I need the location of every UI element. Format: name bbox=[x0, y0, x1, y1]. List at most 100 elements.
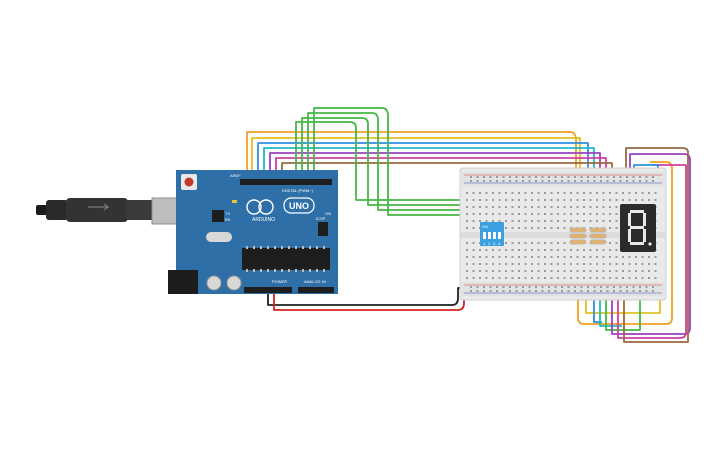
breadboard-hole[interactable] bbox=[628, 192, 631, 194]
rail-hole[interactable] bbox=[645, 180, 648, 182]
breadboard-hole[interactable] bbox=[511, 242, 514, 244]
breadboard-hole[interactable] bbox=[609, 199, 611, 201]
breadboard-hole[interactable] bbox=[518, 249, 520, 251]
breadboard-hole[interactable] bbox=[544, 277, 546, 279]
breadboard-hole[interactable] bbox=[531, 263, 533, 265]
rail-hole[interactable] bbox=[470, 286, 472, 288]
rail-hole[interactable] bbox=[483, 290, 485, 292]
wire-red[interactable] bbox=[273, 292, 470, 311]
breadboard-hole[interactable] bbox=[563, 213, 566, 215]
breadboard-hole[interactable] bbox=[537, 220, 540, 222]
breadboard-hole[interactable] bbox=[485, 270, 488, 272]
breadboard-hole[interactable] bbox=[615, 213, 618, 215]
breadboard-hole[interactable] bbox=[602, 199, 605, 201]
breadboard-hole[interactable] bbox=[635, 277, 637, 279]
rail-hole[interactable] bbox=[580, 180, 583, 182]
rail-hole[interactable] bbox=[613, 176, 615, 178]
breadboard-hole[interactable] bbox=[609, 277, 611, 279]
breadboard-hole[interactable] bbox=[511, 192, 514, 194]
breadboard-hole[interactable] bbox=[485, 206, 488, 208]
breadboard-hole[interactable] bbox=[596, 206, 598, 208]
breadboard-hole[interactable] bbox=[583, 220, 585, 222]
breadboard-hole[interactable] bbox=[485, 213, 488, 215]
breadboard-hole[interactable] bbox=[602, 192, 605, 194]
breadboard-hole[interactable] bbox=[583, 192, 585, 194]
breadboard-hole[interactable] bbox=[466, 227, 468, 229]
rail-hole[interactable] bbox=[567, 176, 570, 178]
breadboard-hole[interactable] bbox=[505, 199, 507, 201]
rail-hole[interactable] bbox=[528, 176, 531, 178]
breadboard-hole[interactable] bbox=[589, 263, 592, 265]
rail-hole[interactable] bbox=[535, 290, 537, 292]
wire-loop-brown[interactable] bbox=[623, 147, 689, 343]
breadboard-hole[interactable] bbox=[498, 199, 501, 201]
breadboard-hole[interactable] bbox=[544, 249, 546, 251]
breadboard-hole[interactable] bbox=[615, 242, 618, 244]
rail-hole[interactable] bbox=[574, 290, 576, 292]
wire-green-4[interactable] bbox=[313, 107, 474, 216]
breadboard-hole[interactable] bbox=[602, 220, 605, 222]
breadboard-hole[interactable] bbox=[505, 206, 507, 208]
rail-hole[interactable] bbox=[639, 290, 641, 292]
breadboard-hole[interactable] bbox=[492, 213, 494, 215]
breadboard-hole[interactable] bbox=[479, 220, 481, 222]
rail-hole[interactable] bbox=[574, 176, 576, 178]
breadboard-hole[interactable] bbox=[485, 256, 488, 258]
breadboard-hole[interactable] bbox=[576, 263, 579, 265]
breadboard-hole[interactable] bbox=[622, 263, 624, 265]
rail-hole[interactable] bbox=[522, 176, 524, 178]
rail-hole[interactable] bbox=[561, 176, 563, 178]
breadboard-hole[interactable] bbox=[472, 263, 475, 265]
rail-hole[interactable] bbox=[548, 290, 550, 292]
breadboard-hole[interactable] bbox=[589, 277, 592, 279]
breadboard-hole[interactable] bbox=[479, 213, 481, 215]
breadboard-hole[interactable] bbox=[596, 263, 598, 265]
arduino-uno[interactable]: DIGITAL (PWM~) AREF ARDUINO UNO TX RX ON bbox=[168, 170, 338, 294]
breadboard-hole[interactable] bbox=[524, 256, 527, 258]
rail-hole[interactable] bbox=[626, 180, 628, 182]
breadboard-hole[interactable] bbox=[531, 227, 533, 229]
breadboard-hole[interactable] bbox=[550, 220, 553, 222]
breadboard-hole[interactable] bbox=[518, 192, 520, 194]
breadboard-hole[interactable] bbox=[466, 242, 468, 244]
breadboard-hole[interactable] bbox=[654, 256, 657, 258]
rail-hole[interactable] bbox=[561, 286, 563, 288]
rail-hole[interactable] bbox=[606, 290, 609, 292]
breadboard-hole[interactable] bbox=[570, 277, 572, 279]
breadboard-hole[interactable] bbox=[524, 192, 527, 194]
breadboard-hole[interactable] bbox=[622, 199, 624, 201]
breadboard-hole[interactable] bbox=[531, 199, 533, 201]
breadboard-hole[interactable] bbox=[518, 213, 520, 215]
breadboard-hole[interactable] bbox=[576, 220, 579, 222]
rail-hole[interactable] bbox=[652, 180, 654, 182]
breadboard-hole[interactable] bbox=[466, 206, 468, 208]
breadboard-hole[interactable] bbox=[609, 242, 611, 244]
breadboard-hole[interactable] bbox=[563, 227, 566, 229]
breadboard-hole[interactable] bbox=[641, 270, 644, 272]
breadboard-hole[interactable] bbox=[641, 277, 644, 279]
breadboard-hole[interactable] bbox=[518, 277, 520, 279]
breadboard-hole[interactable] bbox=[485, 192, 488, 194]
breadboard-hole[interactable] bbox=[531, 270, 533, 272]
rail-hole[interactable] bbox=[509, 286, 511, 288]
rail-hole[interactable] bbox=[502, 290, 505, 292]
wire-green-3[interactable] bbox=[307, 112, 472, 211]
breadboard-hole[interactable] bbox=[544, 206, 546, 208]
power-jack[interactable] bbox=[168, 270, 198, 294]
breadboard-hole[interactable] bbox=[596, 277, 598, 279]
rail-hole[interactable] bbox=[522, 286, 524, 288]
breadboard-hole[interactable] bbox=[641, 199, 644, 201]
breadboard-hole[interactable] bbox=[570, 220, 572, 222]
rail-hole[interactable] bbox=[535, 176, 537, 178]
breadboard-hole[interactable] bbox=[583, 263, 585, 265]
breadboard-hole[interactable] bbox=[531, 220, 533, 222]
rail-hole[interactable] bbox=[476, 180, 479, 182]
breadboard-hole[interactable] bbox=[583, 249, 585, 251]
rail-hole[interactable] bbox=[632, 176, 635, 178]
rail-hole[interactable] bbox=[600, 176, 602, 178]
rail-hole[interactable] bbox=[496, 176, 498, 178]
breadboard-hole[interactable] bbox=[492, 249, 494, 251]
rail-hole[interactable] bbox=[619, 180, 622, 182]
breadboard-hole[interactable] bbox=[628, 270, 631, 272]
rail-hole[interactable] bbox=[574, 286, 576, 288]
